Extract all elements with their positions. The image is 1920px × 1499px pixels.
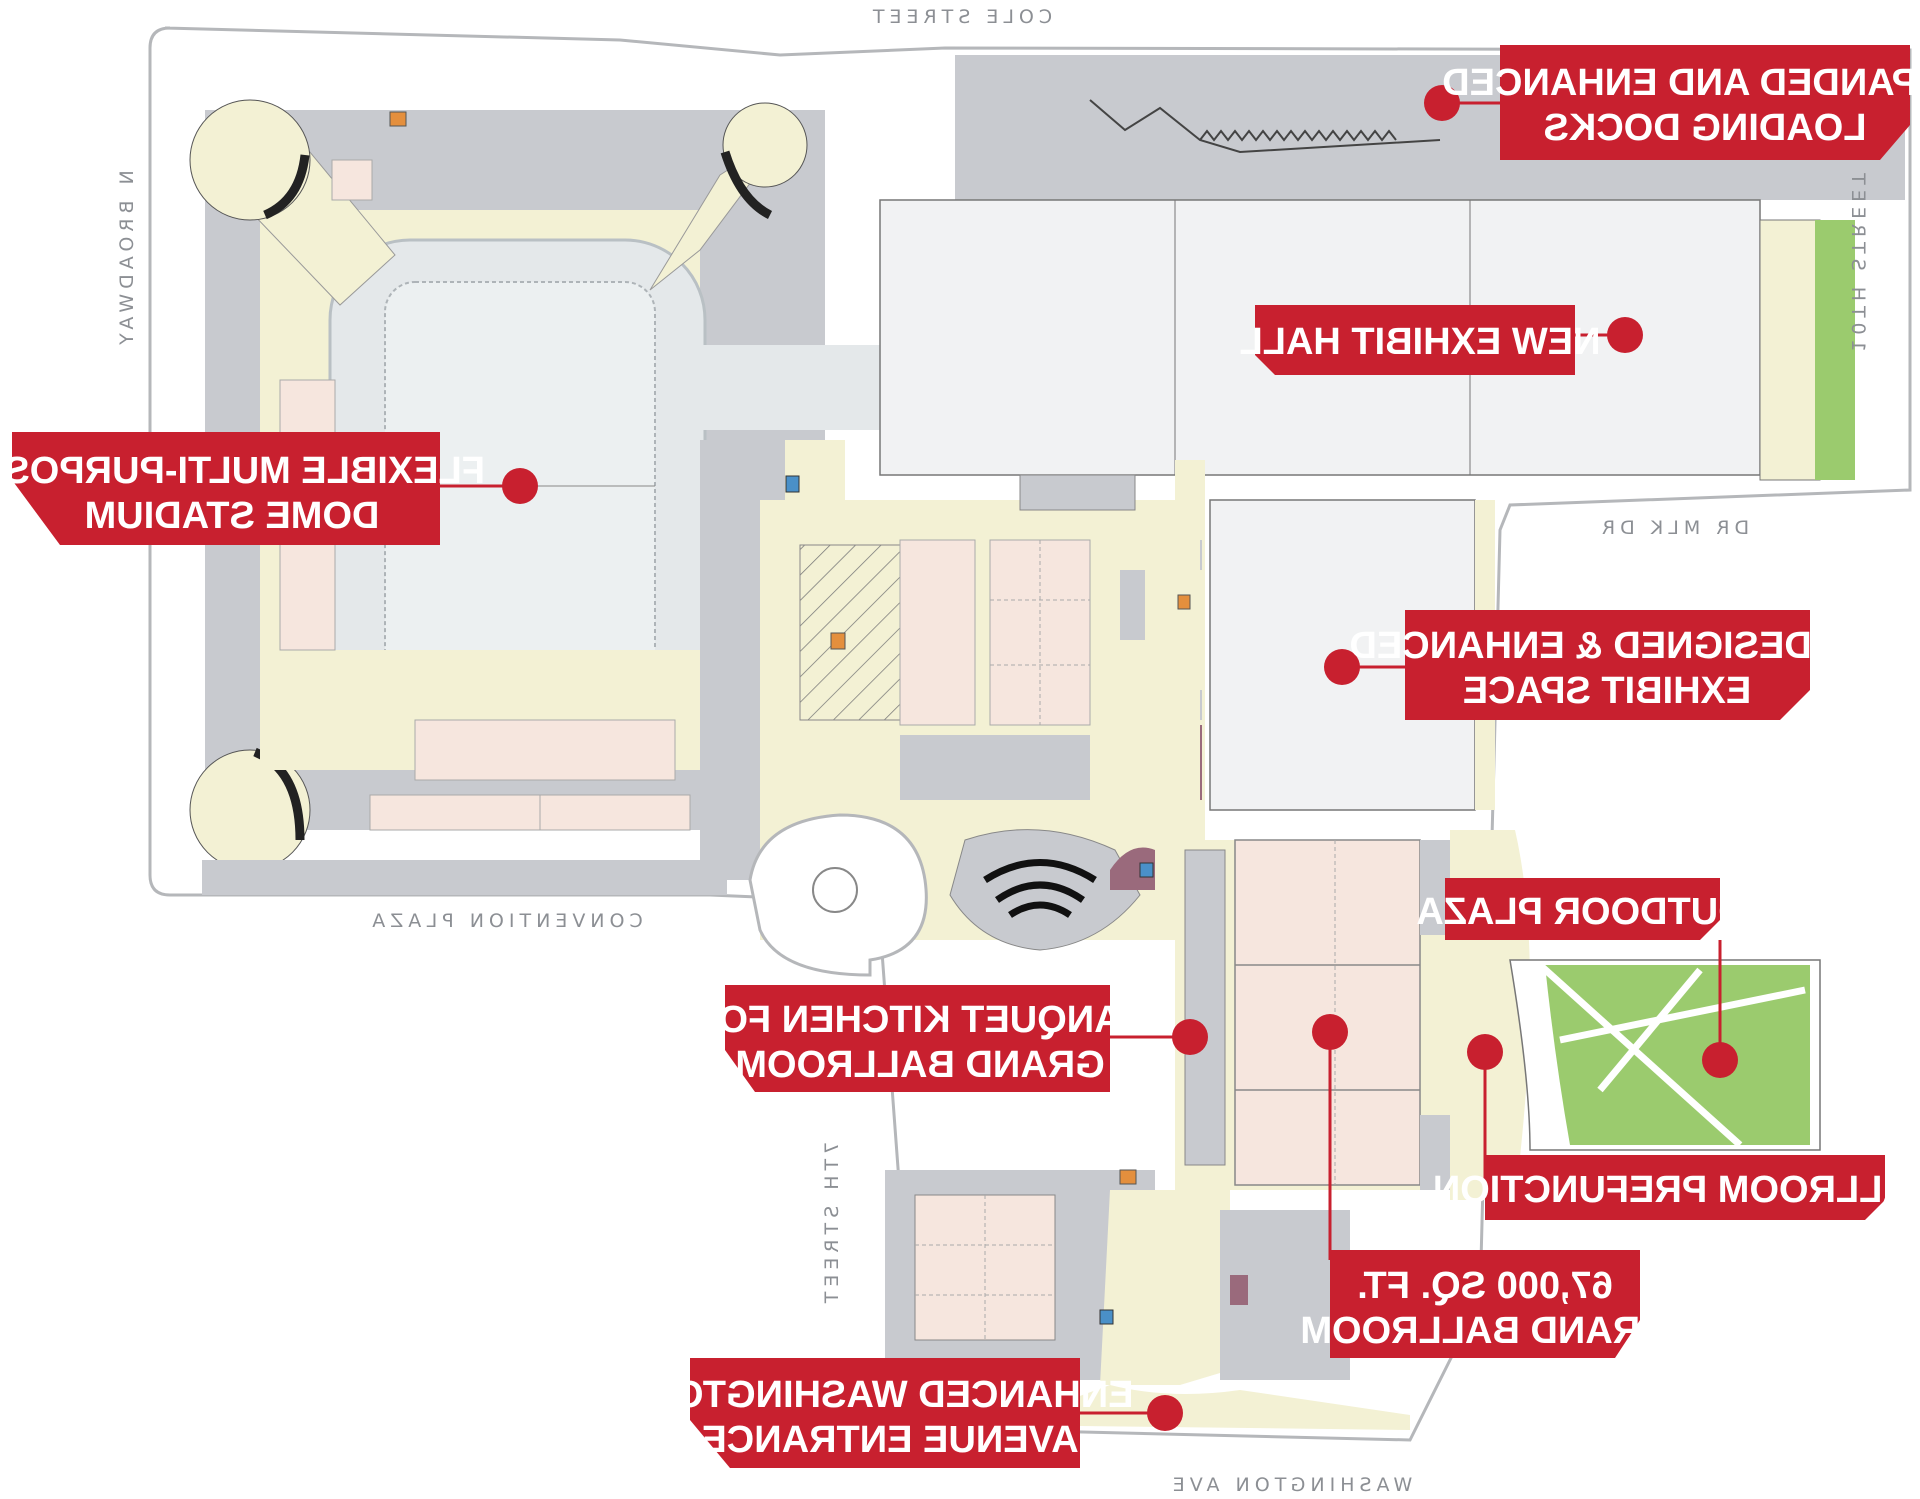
callout-grand-ballroom-line1: 67,000 SQ. FT. — [1357, 1265, 1613, 1307]
amphitheater — [949, 829, 1155, 951]
callout-dome-line1: FLEXIBLE MULTI-PURPOSE — [0, 450, 485, 492]
street-label-10th: 10TH STREET — [1847, 168, 1869, 352]
callout-new-exhibit-hall[interactable]: NEW EXHIBIT HALL — [1240, 305, 1643, 375]
street-labels: COLE STREET N BROADWAY 10TH STREET DR ML… — [116, 6, 1869, 1496]
callout-banquet-kitchen[interactable]: BANQUET KITCHEN FOR GRAND BALLROOM — [691, 985, 1208, 1092]
callout-washington-line1: ENHANCED WASHINGTON — [647, 1374, 1134, 1416]
washington-avenue-wing — [885, 1169, 1410, 1430]
callout-banquet-line1: BANQUET KITCHEN FOR — [691, 999, 1149, 1041]
callout-dome-line2: DOME STADIUM — [85, 495, 380, 537]
callout-loading-docks-line2: LOADING DOCKS — [1544, 107, 1867, 149]
callout-outdoor-plaza-line1: OUTDOOR PLAZA — [1416, 891, 1747, 933]
callout-grand-ballroom[interactable]: 67,000 SQ. FT. GRAND BALLROOM — [1300, 1014, 1670, 1358]
street-label-cole: COLE STREET — [868, 6, 1052, 28]
street-label-7th: 7TH STREET — [821, 1142, 843, 1309]
callout-banquet-line2: GRAND BALLROOM — [735, 1044, 1104, 1086]
callout-prefunction-line1: BALLROOM PREFUNCTION — [1433, 1169, 1920, 1211]
callout-redesigned-line1: REDESIGNED & ENHANCED — [1349, 625, 1864, 667]
street-label-broadway: N BROADWAY — [116, 170, 138, 350]
callout-outdoor-plaza[interactable]: OUTDOOR PLAZA — [1416, 878, 1748, 1078]
site-outline — [148, 26, 1912, 1442]
street-label-mlk: DR MLK DR — [1597, 517, 1749, 539]
roundabout — [748, 813, 928, 977]
callout-new-exhibit-hall-line1: NEW EXHIBIT HALL — [1240, 321, 1601, 363]
callout-redesigned-line2: EXHIBIT SPACE — [1463, 670, 1752, 712]
street-label-washington: WASHINGTON AVE — [1168, 1474, 1413, 1496]
dome-stadium-area — [189, 99, 825, 895]
callout-ballroom-prefunction[interactable]: BALLROOM PREFUNCTION — [1433, 1034, 1920, 1220]
callout-washington-entrance[interactable]: ENHANCED WASHINGTON AVENUE ENTRANCE — [647, 1358, 1184, 1468]
callout-redesigned-exhibit-space[interactable]: REDESIGNED & ENHANCED EXHIBIT SPACE — [1324, 610, 1865, 720]
callout-loading-docks[interactable]: EXPANDED AND ENHANCED LOADING DOCKS — [1424, 45, 1920, 160]
callout-grand-ballroom-line2: GRAND BALLROOM — [1300, 1310, 1669, 1352]
callout-loading-docks-line1: EXPANDED AND ENHANCED — [1442, 62, 1920, 104]
callout-washington-line2: AVENUE ENTRANCE — [701, 1419, 1078, 1461]
connector-corridor — [700, 345, 880, 430]
callout-dome-stadium[interactable]: FLEXIBLE MULTI-PURPOSE DOME STADIUM — [0, 432, 538, 545]
street-label-convention: CONVENTION PLAZA — [367, 910, 643, 932]
outdoor-plaza — [1509, 959, 1821, 1151]
